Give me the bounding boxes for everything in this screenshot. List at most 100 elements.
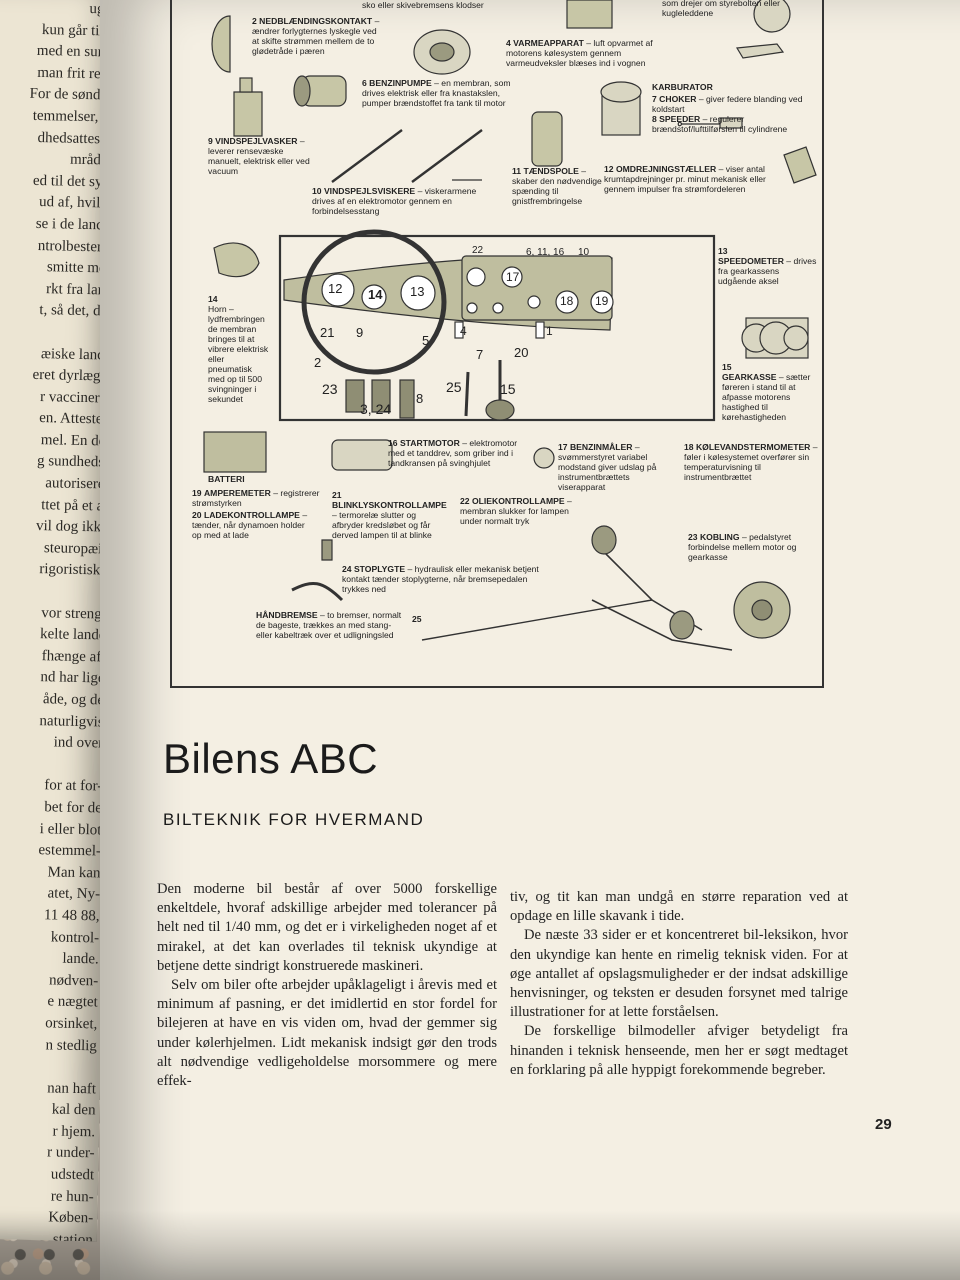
left-page-line: 11 48 88, [43, 907, 100, 925]
battery-illustration [203, 431, 267, 473]
label-item-12: 12 OMDREJNINGSTÆLLER – viser antal krumt… [604, 164, 766, 194]
wiper-left-illustration [331, 129, 403, 183]
left-page-line: ud af, hvilke [38, 194, 115, 212]
left-page-line: kal den [51, 1101, 96, 1119]
left-page-line: rigoristiske [39, 561, 108, 579]
left-page-line: for at for- [44, 777, 103, 795]
label-item-8: 8 SPEEDER – regulerer brændstof/lufttilf… [652, 114, 788, 134]
left-page-line: nan haft [47, 1080, 97, 1098]
gear-lever [485, 399, 515, 421]
wiper-right-illustration [411, 129, 483, 183]
left-page-line: i eller blot [39, 820, 102, 838]
label-item-18: 18 KØLEVANDSTERMOMETER – føler i kølesys… [684, 442, 818, 482]
label-item-7: 7 CHOKER – giver federe blanding ved kol… [652, 94, 803, 114]
left-page-line: udstedt [50, 1166, 95, 1184]
left-page-line: kelte lande [39, 626, 106, 644]
left-page-line: æiske lande [40, 345, 112, 364]
left-page-line: nødven- [48, 972, 99, 990]
paragraph: De næste 33 sider er et koncentreret bil… [510, 927, 848, 1021]
left-page-line: r vaccineret [39, 388, 111, 407]
dash-label-5: 5 [422, 333, 430, 348]
accelerator-pedal [399, 379, 415, 419]
label-item-24: 24 STOPLYGTE – hydraulisk eller mekanisk… [342, 564, 539, 594]
dash-label-2: 2 [314, 355, 322, 370]
left-page-line: autoriseret [45, 475, 109, 493]
label-item-20: 20 LADEKONTROLLAMPE – tænder, når dynamo… [192, 510, 308, 540]
dash-label-12: 12 [328, 281, 343, 296]
label-batteri: BATTERI [208, 474, 245, 484]
label-item-25: HÅNDBREMSE – to bremser, normalt de bage… [256, 610, 402, 640]
dash-label-3-24: 3, 24 [360, 401, 392, 417]
left-page-line: se i de lande, [35, 215, 115, 234]
article-column-1: Den moderne bil består af over 5000 fors… [157, 880, 497, 1091]
left-page-line: e nægtet [47, 993, 98, 1011]
dash-label-10: 10 [578, 247, 590, 258]
left-page-line: nd har lige [40, 669, 105, 687]
label-item-10: 10 VINDSPEJLSVISKERE – viskerarmene driv… [312, 186, 477, 216]
left-page-line [0, 1055, 97, 1079]
label-item-2: 2 NEDBLÆNDINGSKONTAKT – ændrer forlygter… [252, 16, 380, 56]
left-page-line: åde, og de [42, 691, 105, 709]
paragraph: Den moderne bil består af over 5000 fors… [157, 881, 497, 974]
fuel-sender-illustration [533, 447, 555, 469]
label-item-19: 19 AMPEREMETER – registrerer strømstyrke… [192, 488, 320, 508]
label-item-4: 4 VARMEAPPARAT – luft opvarmet af motore… [506, 38, 653, 68]
left-page-line: ntrolbestem- [37, 237, 114, 256]
article-column-2: tiv, og tit kan man undgå en større repa… [510, 888, 848, 1080]
article-subtitle: BILTEKNIK FOR HVERMAND [163, 810, 425, 829]
label-item-21: 21 BLINKLYSKONTROLLAMPE – termorelæ slut… [332, 490, 447, 540]
dash-label-9: 9 [356, 325, 364, 340]
dash-label-1: 1 [546, 324, 553, 338]
left-page-line: mel. En del [40, 431, 110, 450]
heater-illustration [566, 0, 613, 29]
label-item-17: 17 BENZINMÅLER – svømmerstyret variabel … [558, 442, 657, 492]
paragraph: Selv om biler ofte arbejder upåklageligt… [157, 977, 497, 1090]
left-page-line: t, så det, der [39, 302, 113, 320]
left-page-line: smitte med [46, 259, 114, 277]
label-item-11: 11 TÆNDSPOLE – skaber den nødvendige spæ… [512, 166, 602, 206]
handbrake-lever [464, 371, 470, 417]
dash-label-19: 19 [595, 294, 609, 308]
left-page-line: rkt fra land [45, 280, 113, 299]
dash-label-8: 8 [416, 391, 424, 406]
handbrake-cable [421, 599, 653, 641]
diagram-frame: sko eller skivebremsens klodser som drej… [170, 0, 824, 688]
left-page-line [4, 321, 112, 345]
instrument-cluster [461, 255, 613, 321]
gearbox-illustration [741, 317, 809, 359]
left-page-line: ed til det syd- [32, 172, 116, 191]
paragraph: tiv, og tit kan man undgå en større repa… [510, 889, 848, 925]
left-page-line: lande. [62, 950, 99, 968]
left-page-line: naturligvis [39, 712, 104, 731]
headlight-illustration [211, 15, 231, 73]
label-karburator: KARBURATOR [652, 82, 713, 92]
left-page-line: Man kan [47, 864, 101, 882]
left-page-line: re hun- [50, 1188, 94, 1206]
left-page-line: r hjem. [52, 1123, 96, 1141]
washer-bottle-illustration [233, 91, 263, 137]
car-parts-illustration [203, 0, 817, 651]
dash-label-14: 14 [368, 287, 383, 302]
label-item-6: 6 BENZINPUMPE – en membran, som drives e… [362, 78, 511, 108]
dash-label-23: 23 [322, 381, 338, 397]
brake-pedal [371, 379, 391, 413]
label-item-22: 22 OLIEKONTROLLAMPE – membran slukker fo… [460, 496, 572, 526]
article-title: Bilens ABC [163, 735, 379, 782]
dash-label-25: 25 [446, 379, 462, 395]
clutch-pedal [345, 379, 365, 413]
left-page-line: orsinket, [45, 1015, 98, 1033]
dash-label-17: 17 [506, 270, 520, 284]
ignition-coil-illustration [531, 111, 563, 167]
starter-motor-illustration [331, 439, 393, 471]
dash-label-7: 7 [476, 347, 484, 362]
left-page-line: g sundheds- [36, 453, 110, 471]
dash-label-13: 13 [410, 284, 425, 299]
left-page-line: n stedlig [45, 1036, 98, 1054]
dash-label-21: 21 [320, 325, 335, 340]
page-number: 29 [875, 1116, 892, 1133]
dash-label-18: 18 [560, 294, 574, 308]
left-page-line [0, 753, 103, 777]
dash-label-22: 22 [472, 245, 484, 256]
